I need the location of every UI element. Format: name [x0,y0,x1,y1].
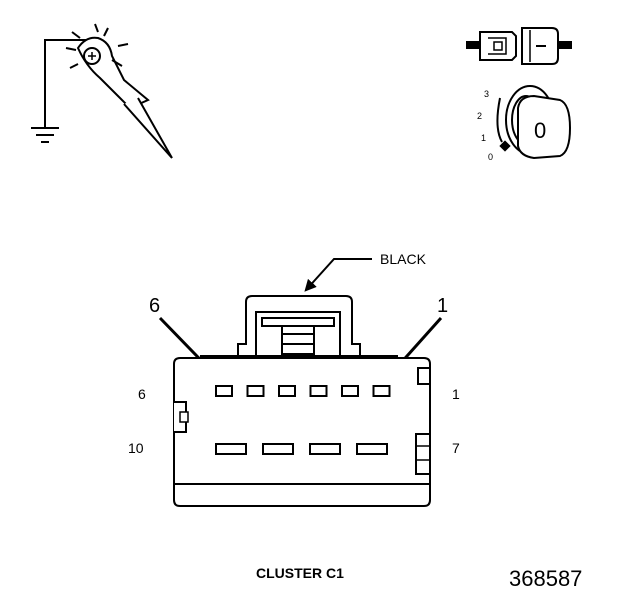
pin-callout-6-label: 6 [149,295,160,317]
connector-cavity-bottom-10 [215,443,247,455]
connector-cavity-bottom-9 [262,443,294,455]
connector-cavity-top-6 [215,385,233,397]
connector-cavity-bottom-7 [356,443,388,455]
ignition-position-1: 1 [481,133,486,143]
ignition-key-label: 0 [534,118,546,143]
connector-name: CLUSTER C1 [256,565,344,581]
test-light-probe-icon [31,23,173,159]
row-label-bottom-left: 10 [128,440,144,456]
ignition-position-3: 3 [484,89,489,99]
connector-cavity-top-3 [309,385,328,397]
connector-color-label: BLACK [380,251,427,267]
pin-callout-1-label: 1 [437,295,448,317]
row-label-top-right: 1 [452,386,460,402]
connector-cavity-top-2 [341,385,359,397]
connector-body [173,295,431,507]
row-label-bottom-right: 7 [452,440,460,456]
connector-cavity-row-top [215,385,391,397]
connector-cavity-row-bottom [215,443,388,455]
ignition-key-icon: 3 2 1 0 0 [477,85,572,162]
connector-cavity-top-4 [278,385,296,397]
connector-cavity-top-1 [372,385,391,397]
figure-number: 368587 [509,566,582,591]
ignition-position-2: 2 [477,111,482,121]
ignition-position-0: 0 [488,152,493,162]
connector-cavity-top-5 [246,385,265,397]
color-callout: BLACK [304,251,427,292]
row-label-top-left: 6 [138,386,146,402]
disconnected-connector-icon [466,27,572,65]
connector-cavity-bottom-8 [309,443,341,455]
